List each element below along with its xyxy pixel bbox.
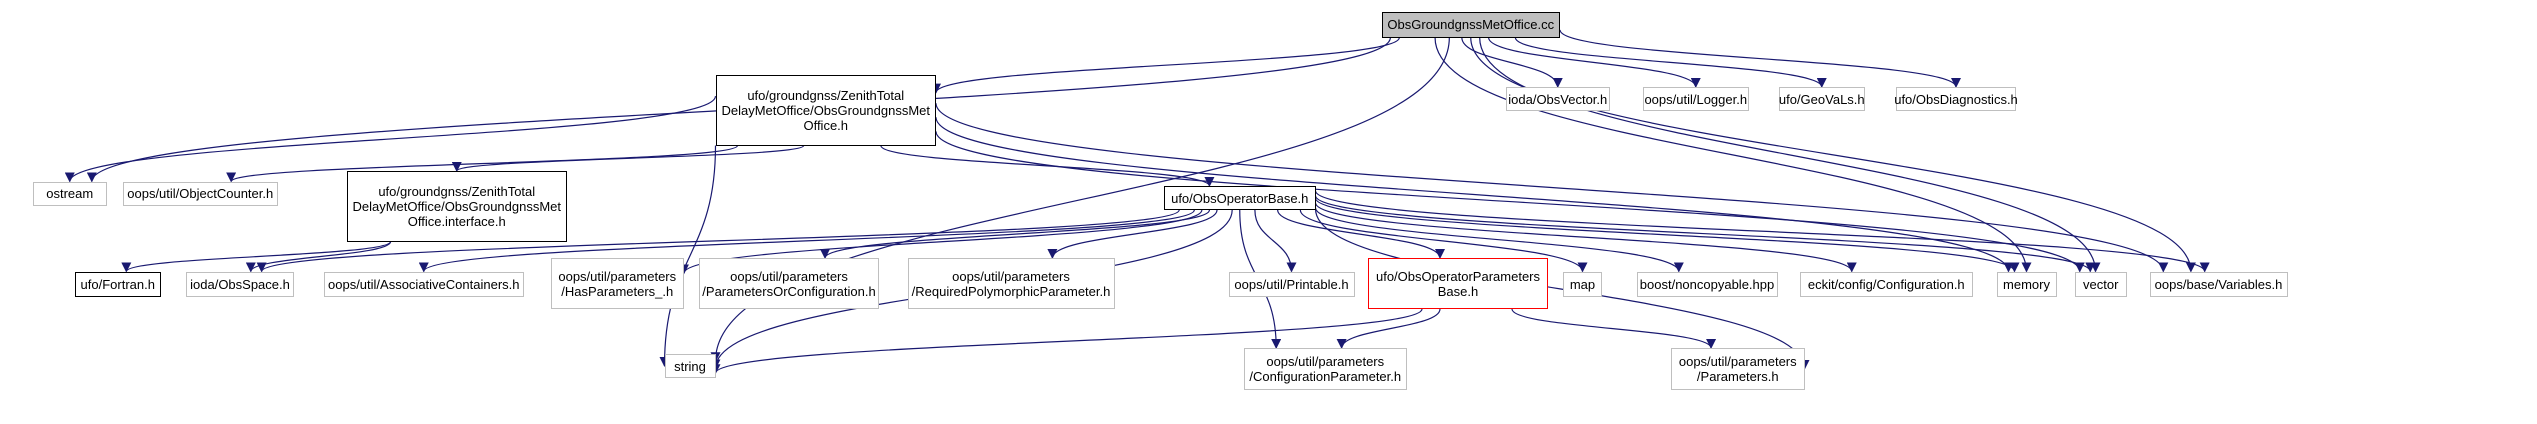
edge-obs-operator-base-h-to-noncopyable-hpp <box>1314 207 1684 273</box>
edge-ztd-h-to-variables-h <box>935 103 2169 273</box>
edge-root-to-memory <box>1434 37 2032 273</box>
edge-ztd-interface-h-to-fortran-h <box>121 240 392 273</box>
edge-root-to-geovals-h <box>1514 37 1827 88</box>
node-ostream: ostream <box>33 181 107 206</box>
node-configuration-parameter-h: oops/util/parameters /ConfigurationParam… <box>1243 348 1407 390</box>
edge-ztd-h-to-memory <box>935 117 2014 273</box>
edge-ztd-h-to-vector <box>935 131 2085 273</box>
edge-obs-operator-base-h-to-configuration-h <box>1314 202 1857 273</box>
edge-obs-operator-base-h-to-variables-h <box>1314 190 2210 273</box>
node-ztd-h[interactable]: ufo/groundgnss/ZenithTotal DelayMetOffic… <box>715 75 936 146</box>
node-obs-operator-parameters-base-h[interactable]: ufo/ObsOperatorParameters Base.h <box>1368 258 1548 309</box>
edge-root-to-logger-h <box>1488 37 1701 88</box>
edge-ztd-h-to-string <box>659 145 717 367</box>
edge-ztd-h-to-ostream <box>64 95 717 183</box>
edge-obs-operator-base-h-to-parameters-h <box>1314 208 1810 370</box>
edge-ztd-h-to-obs-operator-base-h <box>880 144 1215 187</box>
node-associative-containers-h: oops/util/AssociativeContainers.h <box>324 271 524 297</box>
node-has-parameters-h: oops/util/parameters /HasParameters_.h <box>550 258 684 309</box>
node-ztd-interface-h[interactable]: ufo/groundgnss/ZenithTotal DelayMetOffic… <box>346 171 567 242</box>
node-obs-space-h: ioda/ObsSpace.h <box>186 271 294 297</box>
node-parameters-or-configuration-h: oops/util/parameters /ParametersOrConfig… <box>699 258 879 309</box>
edge-ztd-h-to-object-counter-h <box>226 144 739 183</box>
node-configuration-h: eckit/config/Configuration.h <box>1800 271 1973 297</box>
edge-obs-operator-base-h-to-map <box>1299 209 1588 273</box>
node-logger-h: oops/util/Logger.h <box>1642 87 1749 111</box>
edge-obs-operator-parameters-base-h-to-configuration-parameter-h <box>1336 308 1441 349</box>
node-obs-diagnostics-h: ufo/ObsDiagnostics.h <box>1894 87 2018 111</box>
node-variables-h: oops/base/Variables.h <box>2149 271 2288 297</box>
node-map: map <box>1563 271 1602 297</box>
node-object-counter-h: oops/util/ObjectCounter.h <box>123 181 278 206</box>
edge-root-to-obs-vector-h <box>1461 37 1563 88</box>
node-string: string <box>664 354 716 378</box>
edge-root-to-ztd-h <box>931 37 1400 94</box>
node-obs-vector-h: ioda/ObsVector.h <box>1506 87 1610 111</box>
edge-root-to-variables-h <box>1470 37 2196 273</box>
node-printable-h: oops/util/Printable.h <box>1228 271 1355 297</box>
edge-obs-operator-base-h-to-obs-operator-parameters-base-h <box>1277 209 1445 259</box>
edge-obs-operator-parameters-base-h-to-parameters-h <box>1511 308 1716 349</box>
node-memory: memory <box>1996 271 2057 297</box>
edge-root-to-vector <box>1479 37 2101 273</box>
node-root[interactable]: ObsGroundgnssMetOffice.cc <box>1381 12 1560 38</box>
edge-obs-operator-parameters-base-h-to-string <box>710 308 1423 375</box>
edge-obs-operator-base-h-to-vector <box>1314 195 2096 273</box>
node-vector: vector <box>2074 271 2127 297</box>
node-parameters-h: oops/util/parameters /Parameters.h <box>1671 348 1805 390</box>
edge-obs-operator-base-h-to-associative-containers-h <box>418 209 1195 273</box>
node-noncopyable-hpp: boost/noncopyable.hpp <box>1636 271 1778 297</box>
edge-obs-operator-base-h-to-obs-space-h <box>256 209 1180 273</box>
node-fortran-h[interactable]: ufo/Fortran.h <box>75 271 161 297</box>
edge-obs-operator-base-h-to-parameters-or-configuration-h <box>820 209 1211 259</box>
node-obs-operator-base-h[interactable]: ufo/ObsOperatorBase.h <box>1164 186 1316 210</box>
edge-root-to-obs-diagnostics-h <box>1559 29 1961 88</box>
edge-ztd-interface-h-to-obs-space-h <box>245 241 392 273</box>
node-geovals-h: ufo/GeoVaLs.h <box>1779 87 1865 111</box>
edge-obs-operator-base-h-to-required-polymorphic-parameter-h <box>1047 209 1218 259</box>
node-required-polymorphic-parameter-h: oops/util/parameters /RequiredPolymorphi… <box>907 258 1115 309</box>
edge-obs-operator-base-h-to-printable-h <box>1254 209 1297 273</box>
edge-obs-operator-base-h-to-memory <box>1314 197 2020 273</box>
